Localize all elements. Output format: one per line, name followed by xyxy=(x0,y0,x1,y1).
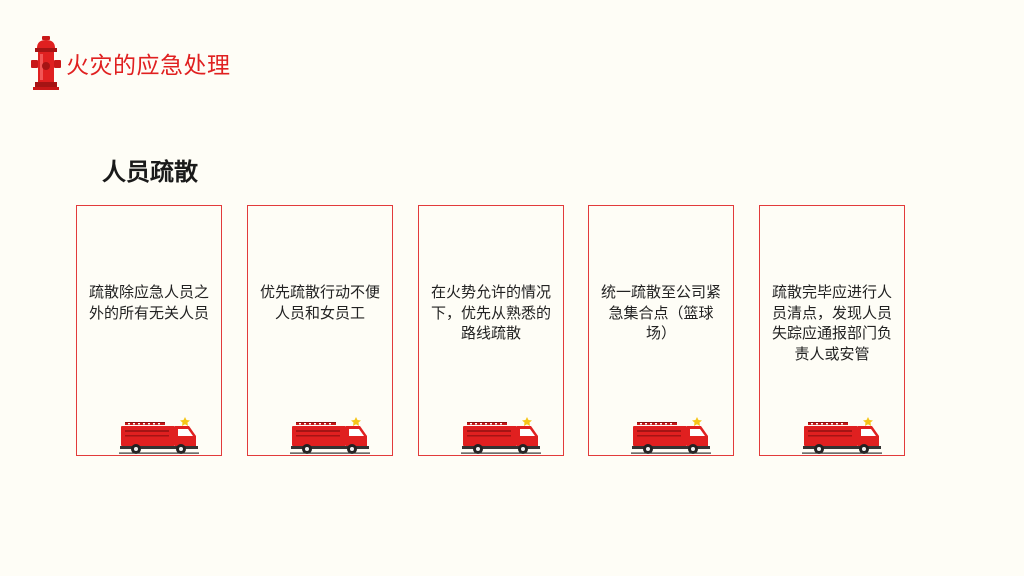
card-text: 统一疏散至公司紧急集合点（篮球场） xyxy=(600,283,721,342)
card-3: 在火势允许的情况下，优先从熟悉的路线疏散 xyxy=(418,205,564,456)
card-text: 优先疏散行动不便人员和女员工 xyxy=(259,283,380,322)
card-2: 优先疏散行动不便人员和女员工 xyxy=(247,205,393,456)
fire-truck-icon xyxy=(290,414,370,456)
card-text: 在火势允许的情况下，优先从熟悉的路线疏散 xyxy=(430,283,551,342)
fire-hydrant-icon xyxy=(31,36,61,90)
card-4: 统一疏散至公司紧急集合点（篮球场） xyxy=(588,205,734,456)
card-5: 疏散完毕应进行人员清点，发现人员失踪应通报部门负责人或安管 xyxy=(759,205,905,456)
card-list: 疏散除应急人员之外的所有无关人员 优先疏散行动不便人员和女员工 在火势允许的情况… xyxy=(76,205,908,458)
card-text: 疏散完毕应进行人员清点，发现人员失踪应通报部门负责人或安管 xyxy=(771,283,892,363)
header: 火灾的应急处理 xyxy=(30,36,231,90)
fire-truck-icon xyxy=(461,414,541,456)
page-title: 火灾的应急处理 xyxy=(66,53,231,79)
fire-truck-icon xyxy=(631,414,711,456)
fire-truck-icon xyxy=(119,414,199,456)
section-title: 人员疏散 xyxy=(102,158,198,186)
card-1: 疏散除应急人员之外的所有无关人员 xyxy=(76,205,222,456)
fire-truck-icon xyxy=(802,414,882,456)
card-text: 疏散除应急人员之外的所有无关人员 xyxy=(88,283,209,322)
